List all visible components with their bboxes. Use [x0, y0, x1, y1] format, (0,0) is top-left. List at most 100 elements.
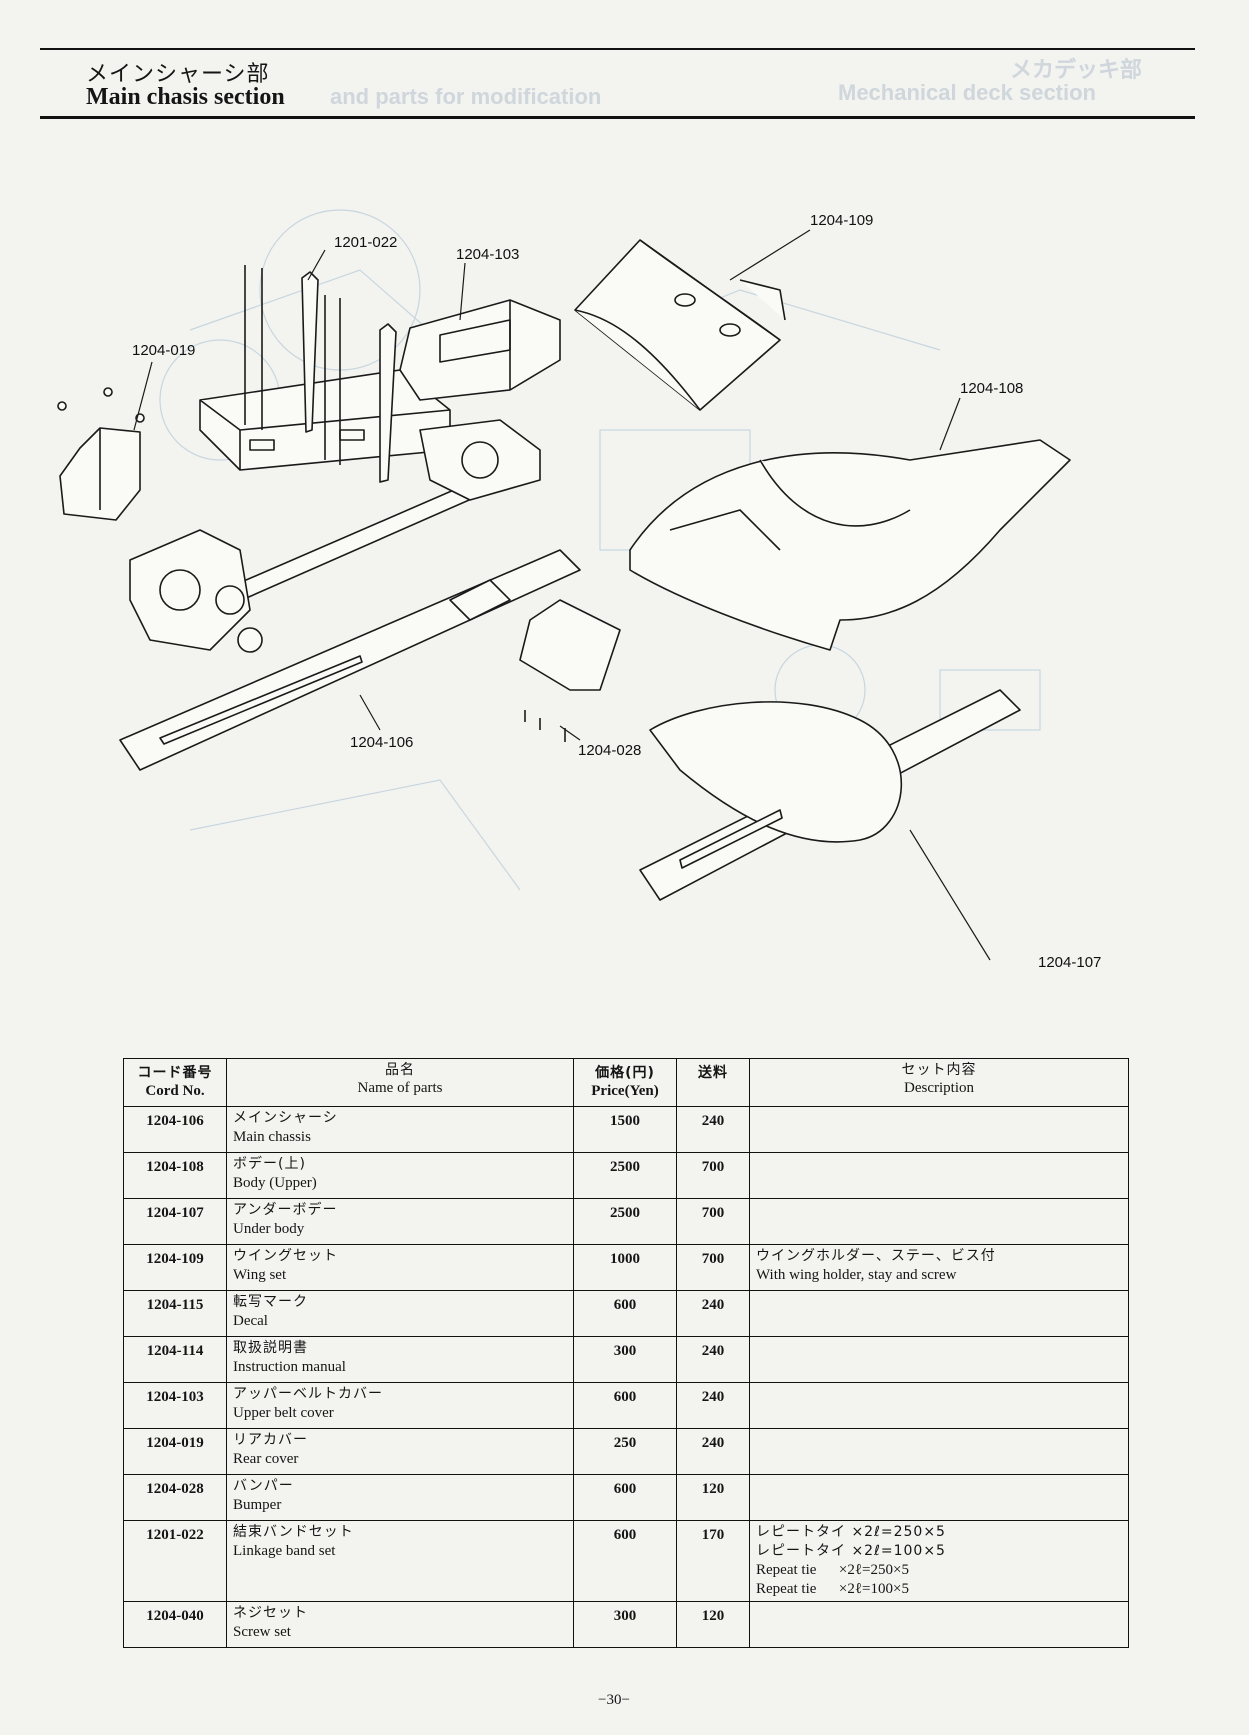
rear-cover-part — [57, 387, 145, 521]
cell-price: 600 — [573, 1474, 677, 1521]
table-header-row: コード番号 Cord No. 品名 Name of parts 価格(円) Pr… — [123, 1058, 1129, 1107]
cell-description — [749, 1474, 1129, 1521]
page-number: −30− — [598, 1692, 630, 1708]
section-title-jp: メインシャーシ部 — [86, 62, 270, 87]
bleed-through-text-right-jp: メカデッキ部 — [1010, 57, 1143, 82]
bleed-through-text-left: and parts for modification — [330, 84, 602, 109]
callout-1204-108: 1204-108 — [960, 380, 1024, 397]
diagram-svg — [57, 209, 1071, 961]
bleed-through-text-right: Mechanical deck section — [838, 80, 1096, 105]
exploded-parts-diagram: 1201-022 1204-103 1204-019 1204-106 1204… — [40, 130, 1200, 1010]
cell-price: 1500 — [573, 1106, 677, 1153]
cell-code: 1204-107 — [123, 1198, 227, 1245]
parts-price-table: コード番号 Cord No. 品名 Name of parts 価格(円) Pr… — [123, 1058, 1129, 1648]
cell-shipping: 120 — [676, 1601, 750, 1648]
cell-name: ボデー(上)Body (Upper) — [226, 1152, 574, 1199]
header-rule-top — [40, 48, 1195, 50]
under-body-part — [639, 689, 1021, 901]
header-code: コード番号 Cord No. — [123, 1058, 227, 1107]
cell-code: 1204-103 — [123, 1382, 227, 1429]
cell-price: 1000 — [573, 1244, 677, 1291]
cell-code: 1204-028 — [123, 1474, 227, 1521]
cell-shipping: 240 — [676, 1336, 750, 1383]
bumper-part — [519, 599, 621, 742]
callout-1204-109: 1204-109 — [810, 212, 874, 229]
cell-description: レピートタイ ×2ℓ=250×5 レピートタイ ×2ℓ=100×5 Repeat… — [749, 1520, 1129, 1602]
callout-1204-107: 1204-107 — [1038, 954, 1102, 971]
callout-leader-lines — [133, 229, 991, 961]
cell-price: 600 — [573, 1520, 677, 1602]
header-shipping: 送料 — [676, 1058, 750, 1107]
cell-description — [749, 1336, 1129, 1383]
belt-drive-assembly-part — [129, 419, 541, 653]
cell-description — [749, 1601, 1129, 1648]
upper-body-part — [629, 439, 1071, 651]
cell-price: 300 — [573, 1336, 677, 1383]
cell-shipping: 700 — [676, 1198, 750, 1245]
header-description: セット内容 Description — [749, 1058, 1129, 1107]
cell-description — [749, 1428, 1129, 1475]
cell-price: 600 — [573, 1290, 677, 1337]
header-rule-bottom — [40, 116, 1195, 119]
upper-belt-cover-part — [399, 299, 561, 401]
callout-1204-103: 1204-103 — [456, 246, 520, 263]
cell-code: 1204-114 — [123, 1336, 227, 1383]
cell-code: 1204-115 — [123, 1290, 227, 1337]
cell-price: 2500 — [573, 1152, 677, 1199]
cell-price: 600 — [573, 1382, 677, 1429]
cell-code: 1201-022 — [123, 1520, 227, 1602]
callout-1204-019: 1204-019 — [132, 342, 196, 359]
callout-1204-028: 1204-028 — [578, 742, 642, 759]
cell-code: 1204-040 — [123, 1601, 227, 1648]
callout-1201-022: 1201-022 — [334, 234, 398, 251]
main-chassis-part — [119, 549, 581, 771]
cell-description — [749, 1290, 1129, 1337]
section-title-en: Main chasis section — [86, 84, 285, 110]
cell-code: 1204-106 — [123, 1106, 227, 1153]
cell-shipping: 240 — [676, 1290, 750, 1337]
cell-code: 1204-108 — [123, 1152, 227, 1199]
table-row: 1204-108 ボデー(上)Body (Upper) 2500 700 — [123, 1152, 1129, 1199]
cell-description — [749, 1152, 1129, 1199]
cell-shipping: 240 — [676, 1106, 750, 1153]
cell-price: 300 — [573, 1601, 677, 1648]
cell-description — [749, 1198, 1129, 1245]
cell-shipping: 120 — [676, 1474, 750, 1521]
cell-code: 1204-109 — [123, 1244, 227, 1291]
cell-shipping: 240 — [676, 1428, 750, 1475]
cell-code: 1204-019 — [123, 1428, 227, 1475]
cell-shipping: 170 — [676, 1520, 750, 1602]
cell-shipping: 240 — [676, 1382, 750, 1429]
cell-shipping: 700 — [676, 1244, 750, 1291]
wing-part — [574, 239, 786, 411]
header-price: 価格(円) Price(Yen) — [573, 1058, 677, 1107]
header-name: 品名 Name of parts — [226, 1058, 574, 1107]
cell-price: 250 — [573, 1428, 677, 1475]
cell-description — [749, 1382, 1129, 1429]
linkage-band-part — [301, 271, 397, 483]
callout-1204-106: 1204-106 — [350, 734, 414, 751]
